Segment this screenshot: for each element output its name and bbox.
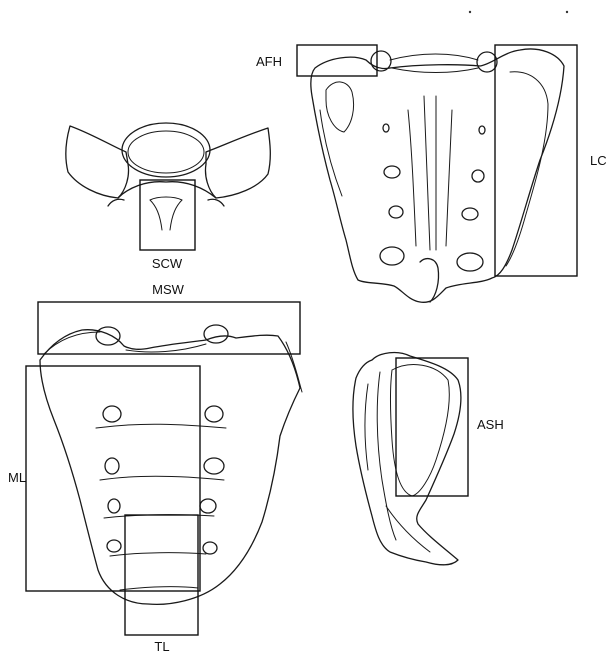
lc-label: LC [590, 153, 607, 168]
sacrum-anterior-view [40, 325, 302, 604]
stray-mark [469, 11, 471, 13]
ash-label: ASH [477, 417, 504, 432]
stray-mark [566, 11, 568, 13]
scw-measurement-box [140, 180, 195, 250]
msw-label: MSW [152, 282, 185, 297]
sacrum-posterior-view [311, 49, 564, 302]
scw-label: SCW [152, 256, 183, 271]
afh-label: AFH [256, 54, 282, 69]
tl-measurement-box [125, 515, 198, 635]
sacrum-lateral-view [353, 353, 461, 565]
msw-measurement-box [38, 302, 300, 354]
afh-measurement-box [297, 45, 377, 76]
ml-label: ML [8, 470, 26, 485]
s1-superior-view [66, 123, 270, 230]
tl-label: TL [154, 639, 169, 654]
